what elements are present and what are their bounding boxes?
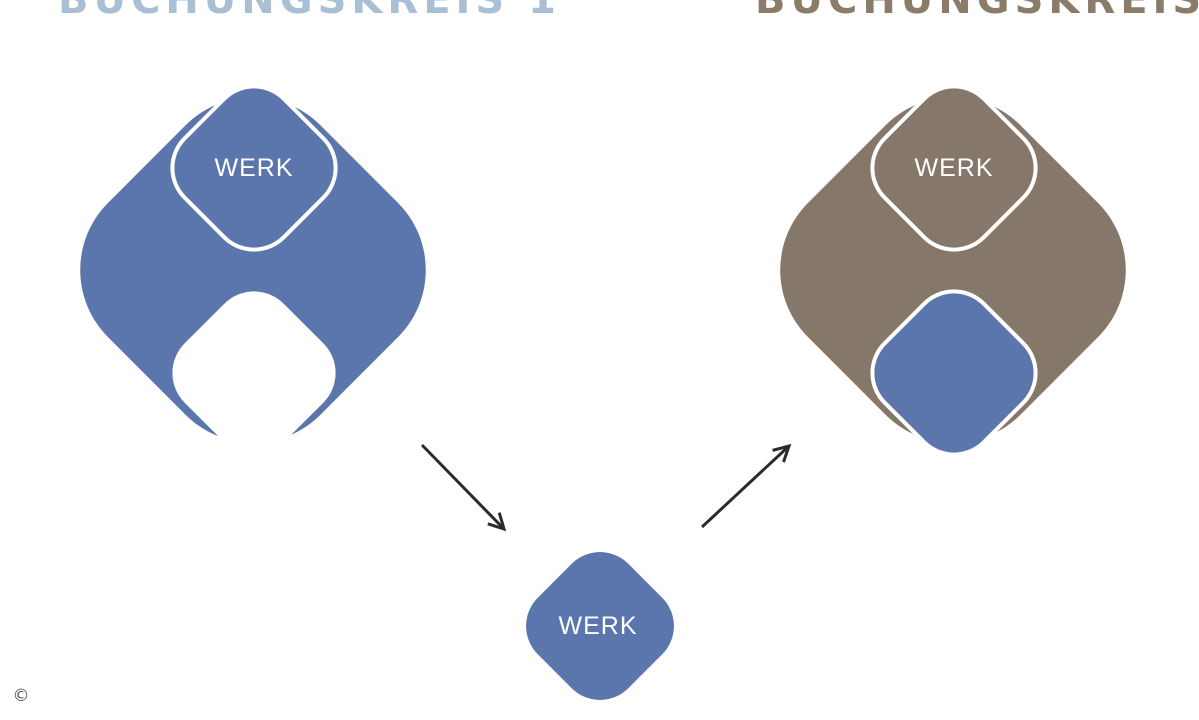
plant-right-label: WERK xyxy=(915,154,994,182)
moving-plant: WERK xyxy=(526,552,674,700)
copyright-icon: © xyxy=(12,686,30,706)
moving-plant-label: WERK xyxy=(559,612,638,640)
company-code-1: WERK xyxy=(80,84,426,455)
plant-right-shape xyxy=(870,84,1038,252)
empty-plant-slot xyxy=(172,291,336,455)
arrow-down-right xyxy=(420,443,504,529)
plant-left-shape xyxy=(170,84,338,252)
plant-left-label: WERK xyxy=(215,154,294,182)
moving-plant-shape xyxy=(526,552,674,700)
company-code-1-heading: BUCHUNGSKREIS 1 xyxy=(58,0,561,23)
company-code-2: WERK xyxy=(780,84,1126,457)
company-code-2-shape xyxy=(780,97,1126,443)
transferred-plant-shape xyxy=(870,289,1038,457)
company-code-1-shape xyxy=(80,97,426,443)
company-code-2-heading: BUCHUNGSKREIS 2 xyxy=(755,0,1199,23)
arrow-up-right xyxy=(700,446,789,529)
